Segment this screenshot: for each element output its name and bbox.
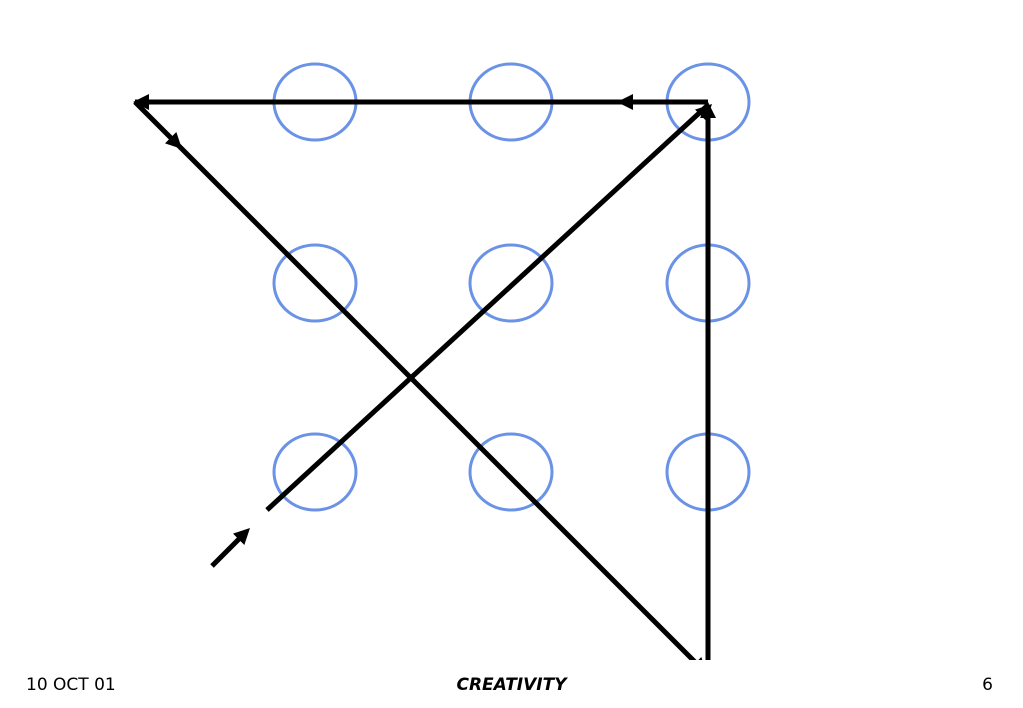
footer-title: CREATIVITY — [456, 675, 567, 695]
dot-3-1 — [272, 432, 358, 512]
dot-grid — [272, 62, 751, 512]
path-segment-2-end-arrow — [133, 94, 149, 110]
dot-3-2 — [468, 432, 554, 512]
path-segment-3 — [133, 100, 697, 660]
dot-2-2 — [468, 243, 554, 323]
start-arrow-line — [210, 534, 244, 568]
page-number: 6 — [982, 675, 993, 695]
path-segment-1 — [265, 103, 710, 512]
footer-date: 10 OCT 01 — [26, 675, 116, 695]
dot-2-1 — [272, 243, 358, 323]
path-segment-2-mid-arrow — [617, 94, 633, 110]
nine-dots-puzzle-diagram — [133, 62, 751, 660]
solution-path — [133, 94, 716, 660]
path-segment-3-mid-arrow — [165, 132, 182, 149]
path-segment-4-arrow — [700, 102, 716, 118]
